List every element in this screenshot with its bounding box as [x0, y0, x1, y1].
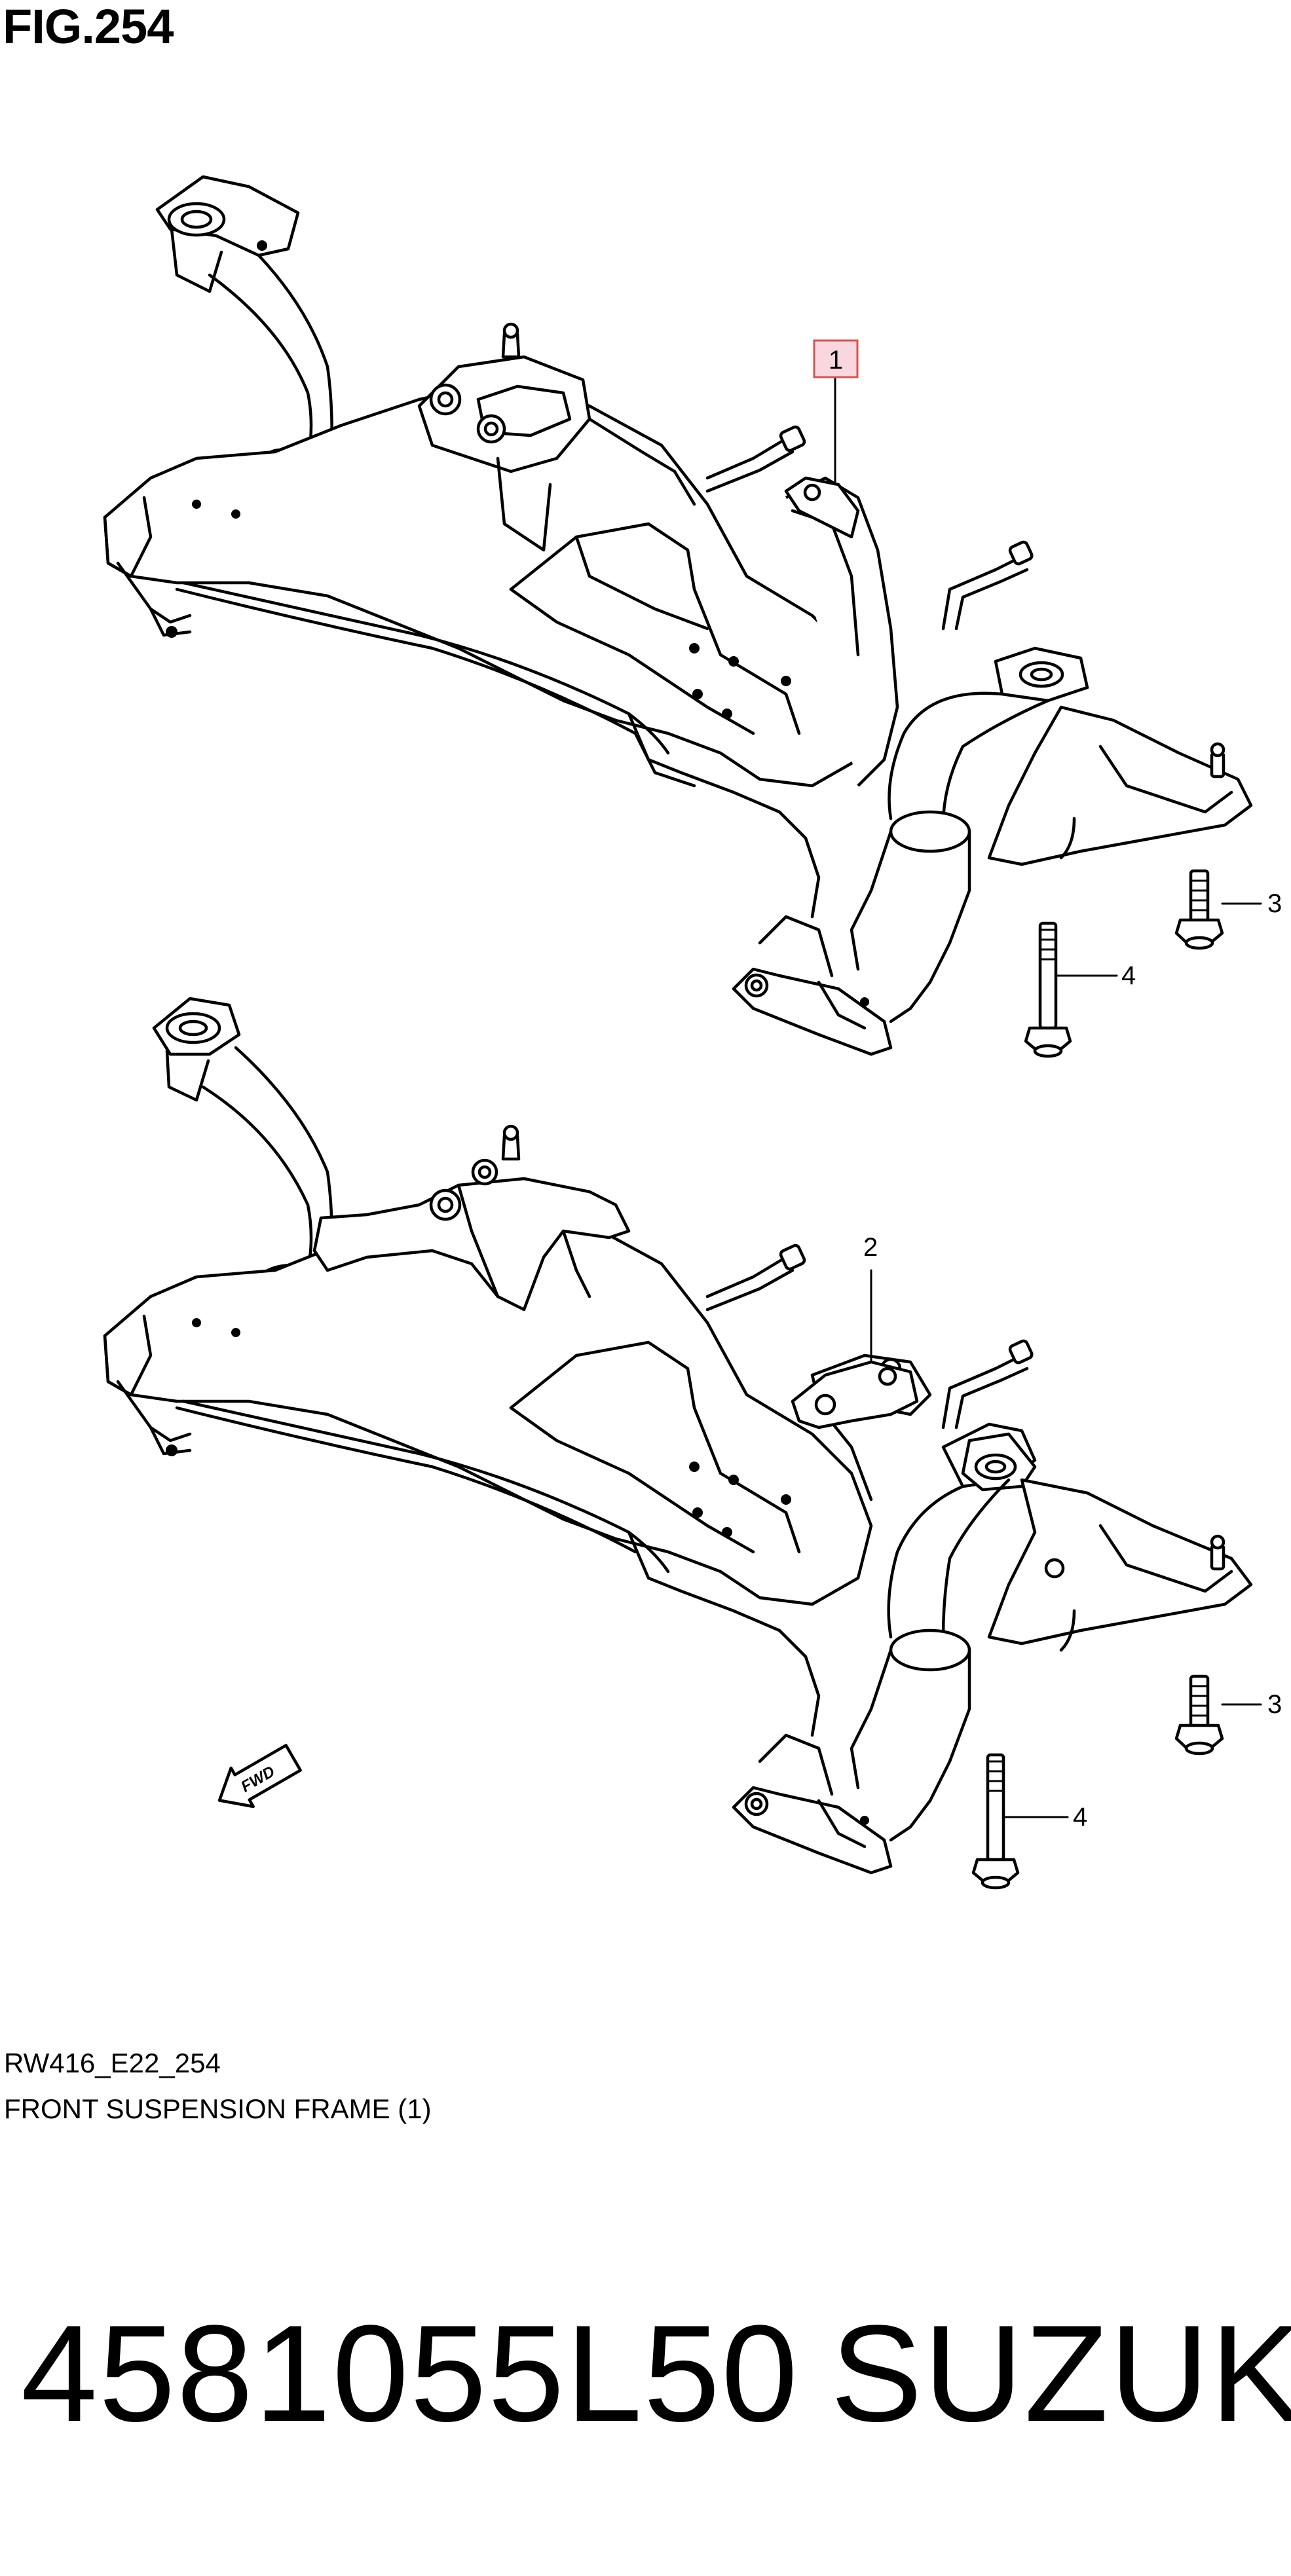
- bottom-frame-assembly: [103, 997, 1262, 1890]
- bottom-crossmember: [103, 1124, 873, 1737]
- callout-label-part-1: 1: [829, 346, 843, 375]
- fwd-arrow-icon: FWD: [217, 1744, 302, 1809]
- figure-title: FIG.254: [3, 0, 174, 54]
- suspension-frame-diagram: 1 3 4: [103, 175, 1282, 1890]
- callout-bottom-part-3[interactable]: 3: [1267, 1690, 1282, 1719]
- callout-top-part-4[interactable]: 4: [1121, 961, 1136, 990]
- top-right-tower: [732, 476, 1253, 1056]
- brand-name: SUZUKI: [831, 2296, 1291, 2450]
- bottom-bolt-part-3: [1174, 1674, 1262, 1756]
- diagram-code: RW416_E22_254: [4, 2048, 221, 2078]
- bottom-bracket-part-2: [791, 1360, 919, 1429]
- callout-part-1[interactable]: 1: [813, 339, 859, 378]
- top-crossmember: [103, 322, 873, 919]
- top-bracket-part-1: [784, 476, 860, 539]
- bottom-left-tower: [152, 997, 333, 1304]
- top-bolt-part-3: [1174, 869, 1262, 950]
- bottom-bolt-part-4: [971, 1753, 1069, 1890]
- top-frame-assembly: [103, 175, 1262, 1058]
- callout-top-part-3[interactable]: 3: [1267, 889, 1282, 918]
- diagram-name: FRONT SUSPENSION FRAME (1): [4, 2093, 432, 2124]
- top-bolt-part-4: [1024, 921, 1118, 1058]
- part-number: 4581055L50: [21, 2296, 799, 2450]
- callout-bottom-part-4[interactable]: 4: [1073, 1803, 1087, 1831]
- callout-bottom-part-2[interactable]: 2: [863, 1233, 878, 1262]
